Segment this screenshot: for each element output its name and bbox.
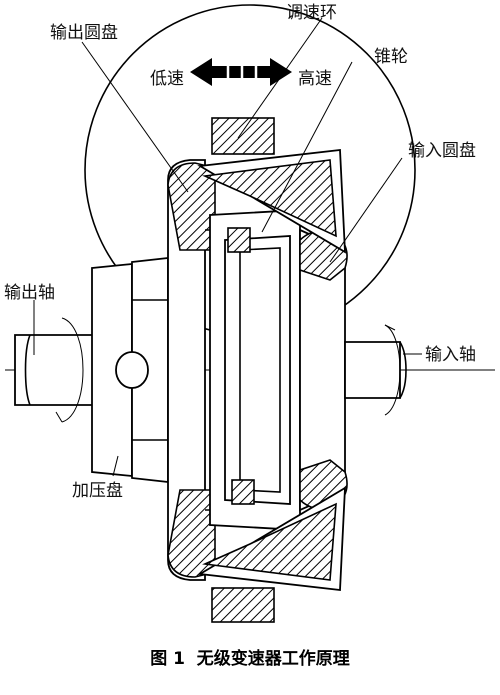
cage — [209, 209, 301, 531]
label-output-shaft: 输出轴 — [4, 283, 55, 303]
label-high-speed: 高速 — [298, 69, 332, 89]
label-low-speed: 低速 — [150, 69, 184, 89]
input-shaft — [344, 324, 407, 416]
cone-axle-bottom — [231, 479, 255, 505]
figure-caption: 图 1 无级变速器工作原理 — [150, 648, 350, 669]
double-arrow-icon — [190, 58, 292, 86]
ball-bearing — [115, 351, 149, 389]
output-shaft — [14, 317, 101, 423]
label-pressure-disc: 加压盘 — [72, 481, 123, 501]
label-input-shaft: 输入轴 — [425, 345, 476, 365]
speed-ring-top — [211, 117, 275, 155]
cone-axle-top — [227, 227, 251, 253]
leader-lines — [33, 17, 422, 477]
label-cone-wheel: 锥轮 — [374, 47, 408, 67]
label-speed-ring: 调速环 — [286, 3, 337, 23]
pressure-disc — [91, 256, 169, 484]
speed-ring-bottom — [211, 587, 275, 623]
label-output-disc: 输出圆盘 — [50, 23, 118, 43]
label-input-disc: 输入圆盘 — [408, 141, 476, 161]
